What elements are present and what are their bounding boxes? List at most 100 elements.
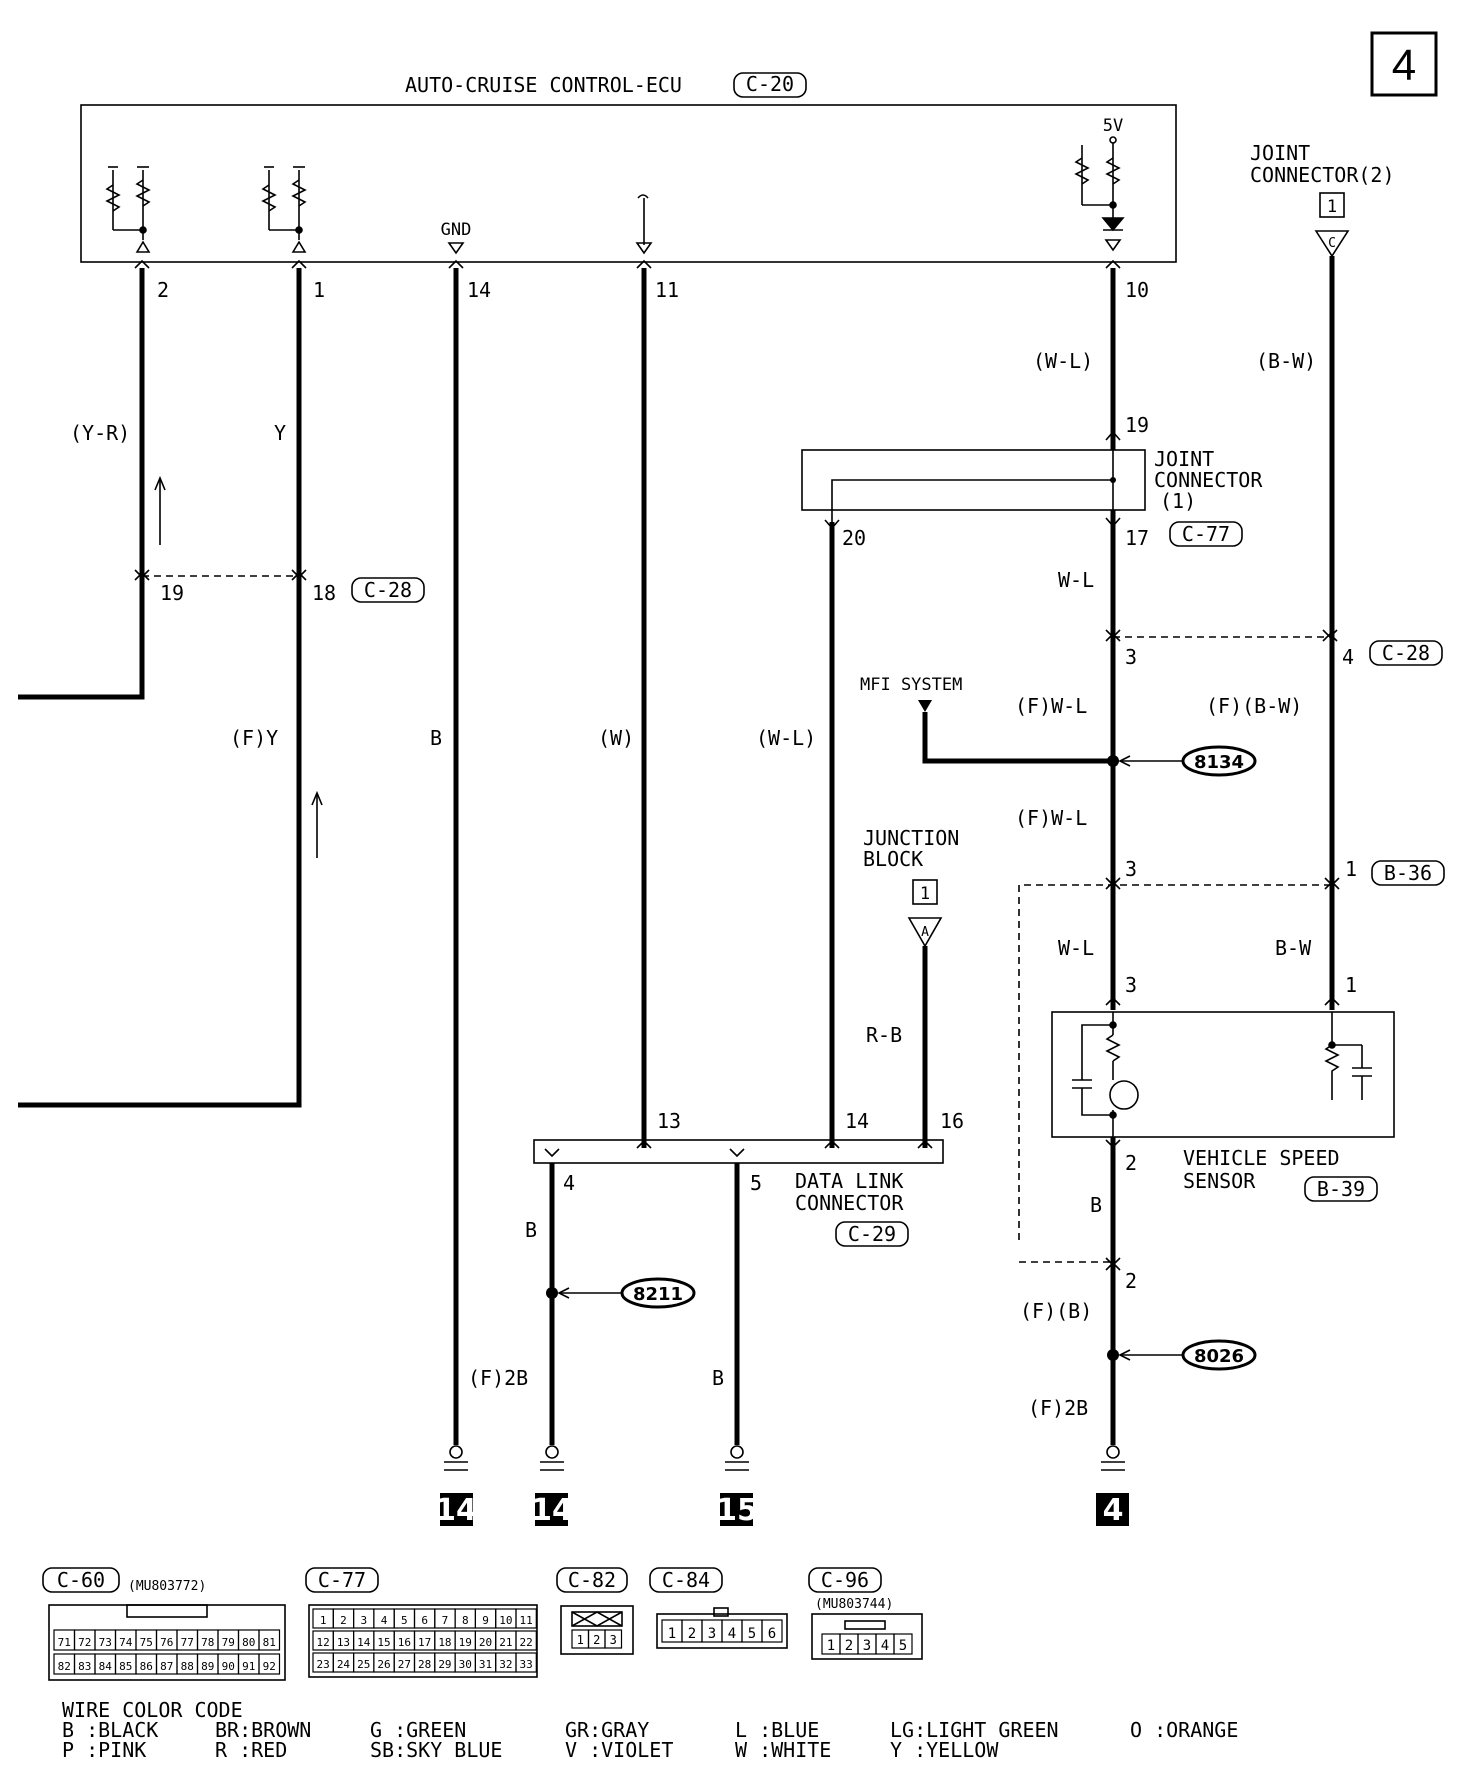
c77-pin-label: 30 <box>459 1658 472 1671</box>
c28-badge-left <box>351 577 425 603</box>
ecu-pin-labels: 2 1 14 11 10 <box>157 278 1149 302</box>
c28-badge-right <box>1369 640 1443 666</box>
ground-box-4 <box>1096 1493 1129 1526</box>
c60-pin-label: 92 <box>263 1660 276 1673</box>
junction-box-num: 1 <box>920 884 930 904</box>
joint1-title-1: JOINT <box>1154 447 1214 471</box>
svg-text:C-96: C-96 <box>821 1568 869 1592</box>
page-number: 4 <box>1392 41 1416 90</box>
c77-pin-label: 27 <box>398 1658 411 1671</box>
c82-pin-label: 2 <box>593 1633 600 1647</box>
ecu-connector: C-20 <box>746 72 794 96</box>
svg-text:C-84: C-84 <box>662 1568 710 1592</box>
c96-cell <box>893 1633 913 1655</box>
c77-pin-label: 13 <box>337 1636 350 1649</box>
gnd-arrow-icon <box>447 242 465 255</box>
c77-pin-label: 10 <box>499 1614 512 1627</box>
c60-pin-label: 76 <box>160 1636 173 1649</box>
wcc-title: WIRE COLOR CODE <box>62 1698 243 1722</box>
c60-pin-label: 86 <box>140 1660 153 1673</box>
ground-14a: 14 <box>435 1493 477 1528</box>
junction-box <box>912 879 938 905</box>
ecu-input-circuit-1 <box>105 166 151 253</box>
c77-pin-label: 7 <box>442 1614 449 1627</box>
c29-badge <box>835 1221 909 1247</box>
c77-pin-label: 4 <box>381 1614 388 1627</box>
wcc-sb: SB:SKY BLUE <box>370 1738 502 1762</box>
splice-8026-badge <box>1181 1339 1257 1371</box>
junction-title-1: JUNCTION <box>863 826 959 850</box>
c77-pin-label: 20 <box>479 1636 492 1649</box>
c28-connector-left: C-28 <box>364 578 412 602</box>
c77-pin-label: 11 <box>520 1614 533 1627</box>
ecu-5v-label: 5V <box>1103 116 1123 136</box>
wire-label-pin14: B <box>430 726 442 750</box>
c77-pin-label: 2 <box>340 1614 347 1627</box>
c60-cell <box>258 1653 281 1675</box>
junction-pin-icon <box>907 917 943 948</box>
wire-label-pin11: (W) <box>598 726 634 750</box>
c77-pin-label: 32 <box>499 1658 512 1671</box>
joint2-pin: C <box>1328 236 1336 251</box>
c28-connector-right: C-28 <box>1382 641 1430 665</box>
vss-pin-3: 3 <box>1125 973 1137 997</box>
wire-label-dlc5: B <box>712 1366 724 1390</box>
ecu-connector-badge <box>733 72 807 98</box>
wire-label-jc2: (B-W) <box>1256 349 1316 373</box>
vss-pin-2b: 2 <box>1125 1269 1137 1293</box>
wcc-v: V :VIOLET <box>565 1738 673 1762</box>
dlc-pin-5: 5 <box>750 1171 762 1195</box>
c77-pin-label: 19 <box>459 1636 472 1649</box>
mfi-label: MFI SYSTEM <box>860 675 962 695</box>
joint1-title-3: (1) <box>1160 489 1196 513</box>
c77-pin-label: 8 <box>462 1614 469 1627</box>
ground-box-2 <box>535 1493 568 1526</box>
wire-label-jb: R-B <box>866 1023 902 1047</box>
c77-pin-label: 9 <box>482 1614 489 1627</box>
c84-pin-label: 6 <box>768 1626 776 1642</box>
c60-pin-label: 91 <box>242 1660 255 1673</box>
c60-pin-label: 89 <box>201 1660 214 1673</box>
c28-pin-3: 3 <box>1125 645 1137 669</box>
joint1-pin-20: 20 <box>842 526 866 550</box>
c84-pin-label: 3 <box>708 1626 716 1642</box>
vss-title-2: SENSOR <box>1183 1169 1256 1193</box>
ecu-pin-2: 2 <box>157 278 169 302</box>
c77-pin-label: 22 <box>520 1636 533 1649</box>
c77-badge <box>1169 521 1243 547</box>
page-number-box <box>1370 31 1438 97</box>
c77-pin-label: 1 <box>320 1614 327 1627</box>
c77-pin-label: 29 <box>438 1658 451 1671</box>
dlc-title-2: CONNECTOR <box>795 1191 904 1215</box>
c84-pin-label: 1 <box>668 1626 676 1642</box>
vss-pin-2: 2 <box>1125 1151 1137 1175</box>
wire-label-c28-4: (F)(B-W) <box>1206 694 1302 718</box>
c77-pin-label: 12 <box>317 1636 330 1649</box>
wire-pin2 <box>18 268 145 700</box>
wire-label-pin1-f: (F)Y <box>230 726 278 750</box>
wcc-gr: GR:GRAY <box>565 1718 649 1742</box>
c77-pin-label: 15 <box>377 1636 390 1649</box>
vss-connector: B-39 <box>1317 1177 1365 1201</box>
ecu-gnd-label: GND <box>441 220 472 240</box>
joint2-box-num: 1 <box>1327 197 1337 217</box>
joint1-pin-19: 19 <box>1125 413 1149 437</box>
wire-label-vss2: B <box>1090 1193 1102 1217</box>
b36-pin-1: 1 <box>1345 857 1357 881</box>
splice-8211: 8211 <box>633 1284 683 1305</box>
vss-pin-1: 1 <box>1345 973 1357 997</box>
c60-pin-label: 84 <box>99 1660 113 1673</box>
wcc-o: O :ORANGE <box>1130 1718 1238 1742</box>
wire-label-pin1: Y <box>274 421 286 445</box>
c28-pin-19: 19 <box>160 581 184 605</box>
junction-pin: A <box>921 925 929 940</box>
c77-cell <box>515 1630 537 1651</box>
c60-pin-label: 82 <box>58 1660 71 1673</box>
joint2-pin-icon <box>1314 230 1350 258</box>
c60-cell <box>258 1629 281 1651</box>
c96-pin-label: 5 <box>899 1638 907 1654</box>
wire-label-dlc4-f: (F)2B <box>468 1366 528 1390</box>
